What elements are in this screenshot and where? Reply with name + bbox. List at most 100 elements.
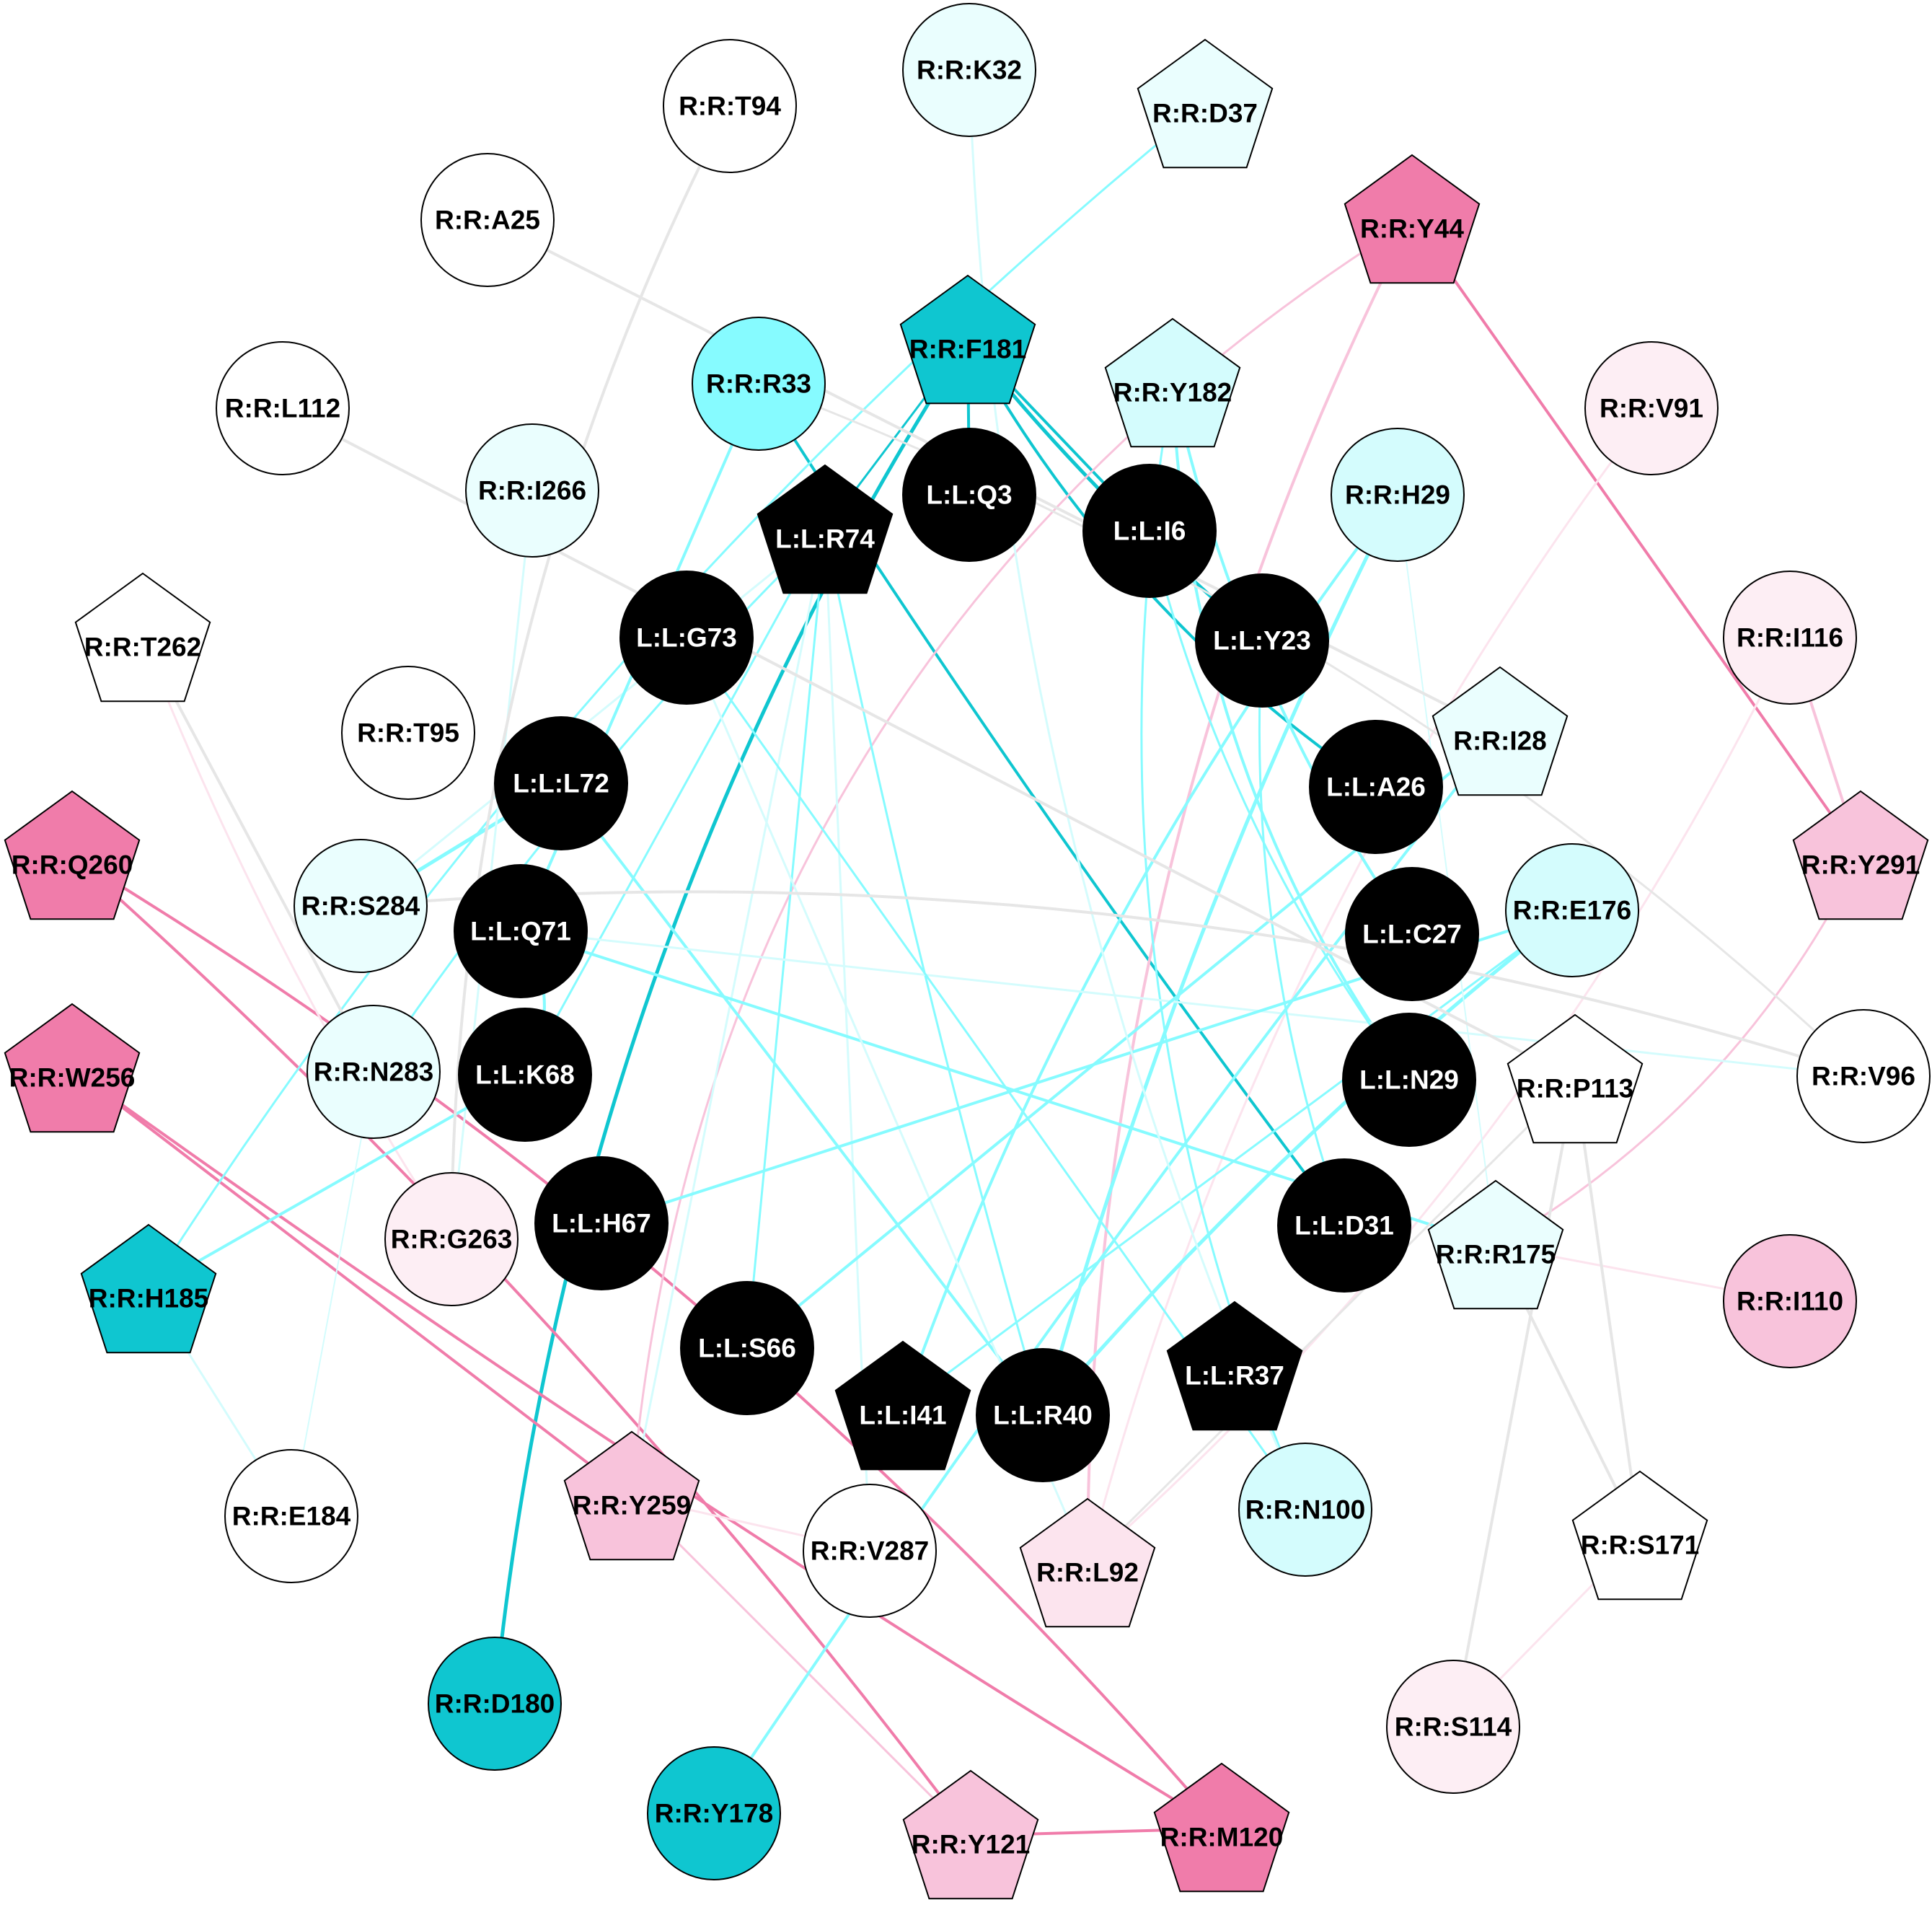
node-l-l-l72: L:L:L72: [494, 716, 628, 850]
node-shape-l-l-r37: [1166, 1300, 1303, 1431]
node-shape-r-r-v287: [803, 1484, 937, 1618]
node-r-r-r33: R:R:R33: [692, 317, 826, 451]
node-label-r-r-t94: R:R:T94: [679, 92, 781, 121]
node-label-l-l-d31: L:L:D31: [1294, 1211, 1394, 1241]
node-label-r-r-n100: R:R:N100: [1245, 1495, 1366, 1525]
node-shape-r-r-g263: [384, 1172, 519, 1306]
node-shape-r-r-q260: [4, 790, 141, 920]
edge-r-r-y291-to-r-r-r175: [1494, 855, 1862, 1247]
node-r-r-m120: R:R:M120: [1153, 1762, 1290, 1893]
node-shape-r-r-t95: [341, 666, 475, 800]
node-r-r-t95: R:R:T95: [341, 666, 475, 800]
node-r-r-y259: R:R:Y259: [563, 1430, 700, 1561]
node-label-r-r-n283: R:R:N283: [314, 1057, 434, 1087]
node-label-l-l-r74: L:L:R74: [775, 524, 875, 554]
node-l-l-d31: L:L:D31: [1277, 1158, 1411, 1293]
node-l-l-k68: L:L:K68: [458, 1008, 592, 1142]
node-shape-l-l-i41: [834, 1340, 971, 1471]
node-shape-r-r-s171: [1571, 1470, 1708, 1601]
node-l-l-c27: L:L:C27: [1345, 867, 1479, 1001]
node-shape-r-r-v96: [1796, 1009, 1931, 1143]
node-r-r-v287: R:R:V287: [803, 1484, 937, 1618]
node-r-r-a25: R:R:A25: [420, 153, 555, 287]
node-shape-l-l-l72: [494, 716, 628, 850]
node-shape-r-r-s114: [1386, 1660, 1520, 1794]
node-shape-l-l-h67: [534, 1156, 669, 1290]
node-shape-r-r-a25: [420, 153, 555, 287]
node-label-l-l-c27: L:L:C27: [1362, 920, 1462, 949]
node-r-r-f181: R:R:F181: [899, 274, 1036, 405]
node-r-r-g263: R:R:G263: [384, 1172, 519, 1306]
node-label-r-r-v96: R:R:V96: [1812, 1062, 1915, 1091]
node-l-l-a26: L:L:A26: [1309, 720, 1443, 854]
node-shape-l-l-g73: [619, 571, 754, 705]
node-label-l-l-k68: L:L:K68: [475, 1060, 575, 1090]
node-label-r-r-y259: R:R:Y259: [573, 1491, 692, 1520]
node-label-r-r-d180: R:R:D180: [435, 1689, 555, 1719]
node-r-r-y121: R:R:Y121: [902, 1769, 1039, 1900]
node-shape-r-r-t94: [663, 39, 797, 173]
node-shape-r-r-f181: [899, 274, 1036, 405]
node-label-r-r-h185: R:R:H185: [89, 1284, 209, 1313]
node-label-r-r-i116: R:R:I116: [1737, 623, 1843, 653]
node-label-l-l-q3: L:L:Q3: [926, 480, 1012, 510]
node-label-r-r-g263: R:R:G263: [391, 1225, 513, 1254]
node-r-r-h29: R:R:H29: [1331, 428, 1465, 562]
node-l-l-n29: L:L:N29: [1342, 1013, 1476, 1147]
node-r-r-t94: R:R:T94: [663, 39, 797, 173]
edge-r-r-h29-to-r-r-r175: [1397, 494, 1496, 1246]
node-r-r-n283: R:R:N283: [306, 1005, 441, 1139]
node-r-r-y182: R:R:Y182: [1104, 317, 1241, 448]
node-shape-r-r-v91: [1584, 341, 1719, 475]
node-shape-r-r-n283: [306, 1005, 441, 1139]
node-label-r-r-t95: R:R:T95: [357, 718, 459, 748]
node-label-r-r-s114: R:R:S114: [1395, 1712, 1512, 1742]
node-shape-r-r-r33: [692, 317, 826, 451]
node-label-r-r-e184: R:R:E184: [232, 1502, 351, 1531]
node-shape-r-r-y44: [1344, 154, 1481, 284]
node-label-r-r-s284: R:R:S284: [301, 892, 420, 921]
node-label-l-l-i41: L:L:I41: [859, 1401, 946, 1430]
node-label-l-l-l72: L:L:L72: [513, 769, 609, 798]
node-label-r-r-i266: R:R:I266: [478, 476, 586, 506]
node-shape-l-l-q3: [902, 428, 1036, 562]
node-label-r-r-i28: R:R:I28: [1453, 726, 1547, 756]
node-r-r-q260: R:R:Q260: [4, 790, 141, 920]
node-label-r-r-p113: R:R:P113: [1517, 1074, 1633, 1104]
node-r-r-v91: R:R:V91: [1584, 341, 1719, 475]
edge-r-r-t94-to-r-r-g263: [450, 105, 731, 1241]
node-label-r-r-y44: R:R:Y44: [1360, 214, 1464, 244]
node-label-r-r-q260: R:R:Q260: [12, 850, 133, 880]
node-label-r-r-r175: R:R:R175: [1436, 1240, 1556, 1269]
node-label-r-r-y178: R:R:Y178: [655, 1799, 774, 1828]
node-shape-l-l-q71: [454, 864, 588, 998]
node-shape-r-r-s284: [294, 839, 428, 973]
node-l-l-h67: L:L:H67: [534, 1156, 669, 1290]
node-shape-l-l-y23: [1195, 573, 1329, 708]
node-shape-r-r-h29: [1331, 428, 1465, 562]
node-r-r-v96: R:R:V96: [1796, 1009, 1931, 1143]
node-r-r-y178: R:R:Y178: [647, 1746, 781, 1880]
node-l-l-y23: L:L:Y23: [1195, 573, 1329, 708]
node-label-l-l-g73: L:L:G73: [636, 623, 737, 653]
node-label-r-r-i110: R:R:I110: [1737, 1287, 1843, 1316]
node-shape-l-l-k68: [458, 1008, 592, 1142]
node-label-l-l-y23: L:L:Y23: [1213, 626, 1311, 656]
node-r-r-i110: R:R:I110: [1723, 1234, 1857, 1368]
node-shape-l-l-c27: [1345, 867, 1479, 1001]
node-label-r-r-l112: R:R:L112: [225, 394, 340, 423]
edge-l-l-y23-to-l-l-d31: [1258, 639, 1346, 1227]
edge-r-r-p113-to-r-r-s114: [1452, 1078, 1576, 1728]
node-shape-r-r-h185: [80, 1223, 217, 1354]
edge-l-l-l72-to-l-l-r40: [560, 782, 1044, 1417]
node-shape-r-r-y178: [647, 1746, 781, 1880]
edge-r-r-y44-to-r-r-y291: [1411, 219, 1862, 858]
node-label-r-r-l92: R:R:L92: [1036, 1558, 1139, 1588]
node-r-r-k32: R:R:K32: [902, 3, 1036, 137]
node-shape-r-r-m120: [1153, 1762, 1290, 1893]
node-shape-r-r-n100: [1238, 1443, 1372, 1577]
node-r-r-i116: R:R:I116: [1723, 571, 1857, 705]
node-label-r-r-a25: R:R:A25: [435, 206, 540, 235]
